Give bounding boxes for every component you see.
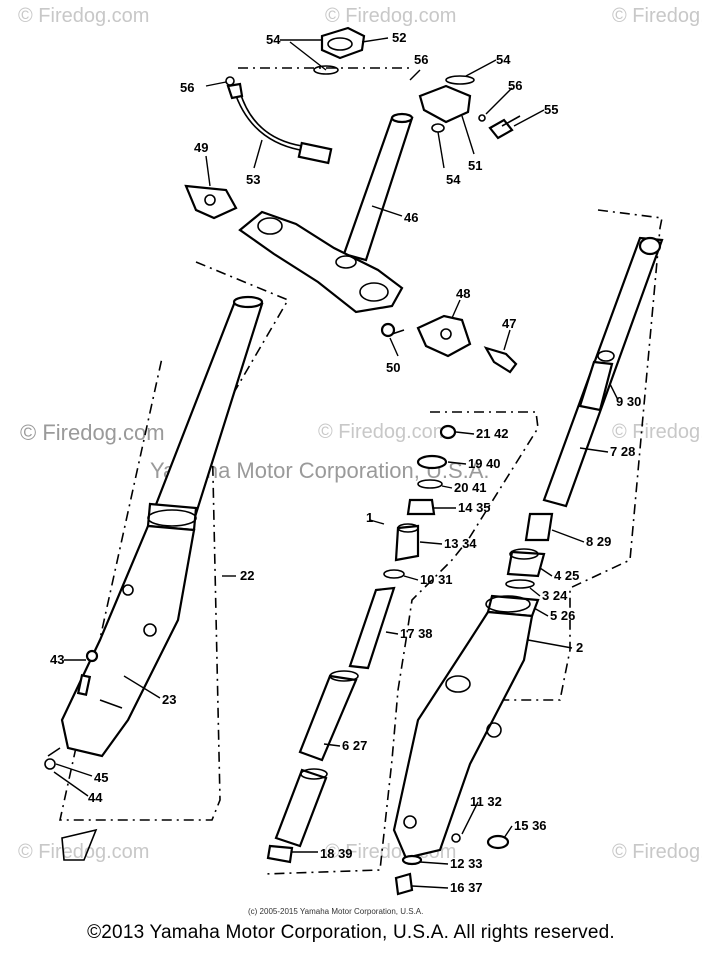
watermark-mid-center: © Firedog.com — [318, 421, 449, 443]
watermark-bottom-left: © Firedog.com — [18, 841, 149, 863]
label-15-36: 15 36 — [514, 818, 547, 833]
label-54a: 54 — [266, 32, 281, 47]
label-18-39: 18 39 — [320, 846, 353, 861]
label-2: 2 — [576, 640, 583, 655]
label-56c: 56 — [508, 78, 522, 93]
label-53: 53 — [246, 172, 260, 187]
small-copyright: (c) 2005-2015 Yamaha Motor Corporation, … — [248, 907, 423, 916]
upper-assembly — [184, 26, 521, 374]
label-45: 45 — [94, 770, 108, 785]
watermark-bottom-right: © Firedog.com — [612, 841, 702, 863]
label-14-35: 14 35 — [458, 500, 491, 515]
label-5-26: 5 26 — [550, 608, 575, 623]
label-3-24: 3 24 — [542, 588, 568, 603]
label-56a: 56 — [180, 80, 194, 95]
label-1: 1 — [366, 510, 373, 525]
label-9-30: 9 30 — [616, 394, 641, 409]
label-44: 44 — [88, 790, 103, 805]
label-17-38: 17 38 — [400, 626, 433, 641]
label-54c: 54 — [446, 172, 461, 187]
watermark-top-center: © Firedog.com — [325, 5, 456, 27]
watermarks: © Firedog.com © Firedog.com © Firedog.co… — [18, 5, 702, 863]
right-fork — [392, 209, 664, 896]
label-48: 48 — [456, 286, 470, 301]
label-47: 47 — [502, 316, 516, 331]
label-4-25: 4 25 — [554, 568, 579, 583]
footer-copyright: ©2013 Yamaha Motor Corporation, U.S.A. A… — [87, 922, 615, 943]
watermark-left-dark: © Firedog.com — [20, 420, 165, 445]
left-fork — [44, 261, 290, 861]
watermark-mid-right: © Firedog.com — [612, 421, 702, 443]
label-22: 22 — [240, 568, 254, 583]
label-19-40: 19 40 — [468, 456, 501, 471]
label-55: 55 — [544, 102, 558, 117]
label-10-31: 10 31 — [420, 572, 453, 587]
label-6-27: 6 27 — [342, 738, 367, 753]
middle-internals — [263, 411, 539, 875]
label-46: 46 — [404, 210, 418, 225]
callout-labels: 54 52 56 56 54 56 55 51 54 49 53 46 48 4… — [50, 30, 641, 916]
label-51: 51 — [468, 158, 482, 173]
label-23: 23 — [162, 692, 176, 707]
label-16-37: 16 37 — [450, 880, 483, 895]
label-56b: 56 — [414, 52, 428, 67]
label-7-28: 7 28 — [610, 444, 635, 459]
label-50: 50 — [386, 360, 400, 375]
label-52: 52 — [392, 30, 406, 45]
label-11-32: 11 32 — [470, 794, 502, 809]
label-43: 43 — [50, 652, 64, 667]
label-13-34: 13 34 — [444, 536, 477, 551]
leader-lines — [53, 37, 619, 889]
label-20-41: 20 41 — [454, 480, 487, 495]
label-8-29: 8 29 — [586, 534, 611, 549]
watermark-top-left: © Firedog.com — [18, 5, 149, 27]
watermark-top-right: © Firedog.com — [612, 5, 702, 27]
label-12-33: 12 33 — [450, 856, 483, 871]
label-21-42: 21 42 — [476, 426, 509, 441]
label-49: 49 — [194, 140, 208, 155]
label-54b: 54 — [496, 52, 511, 67]
